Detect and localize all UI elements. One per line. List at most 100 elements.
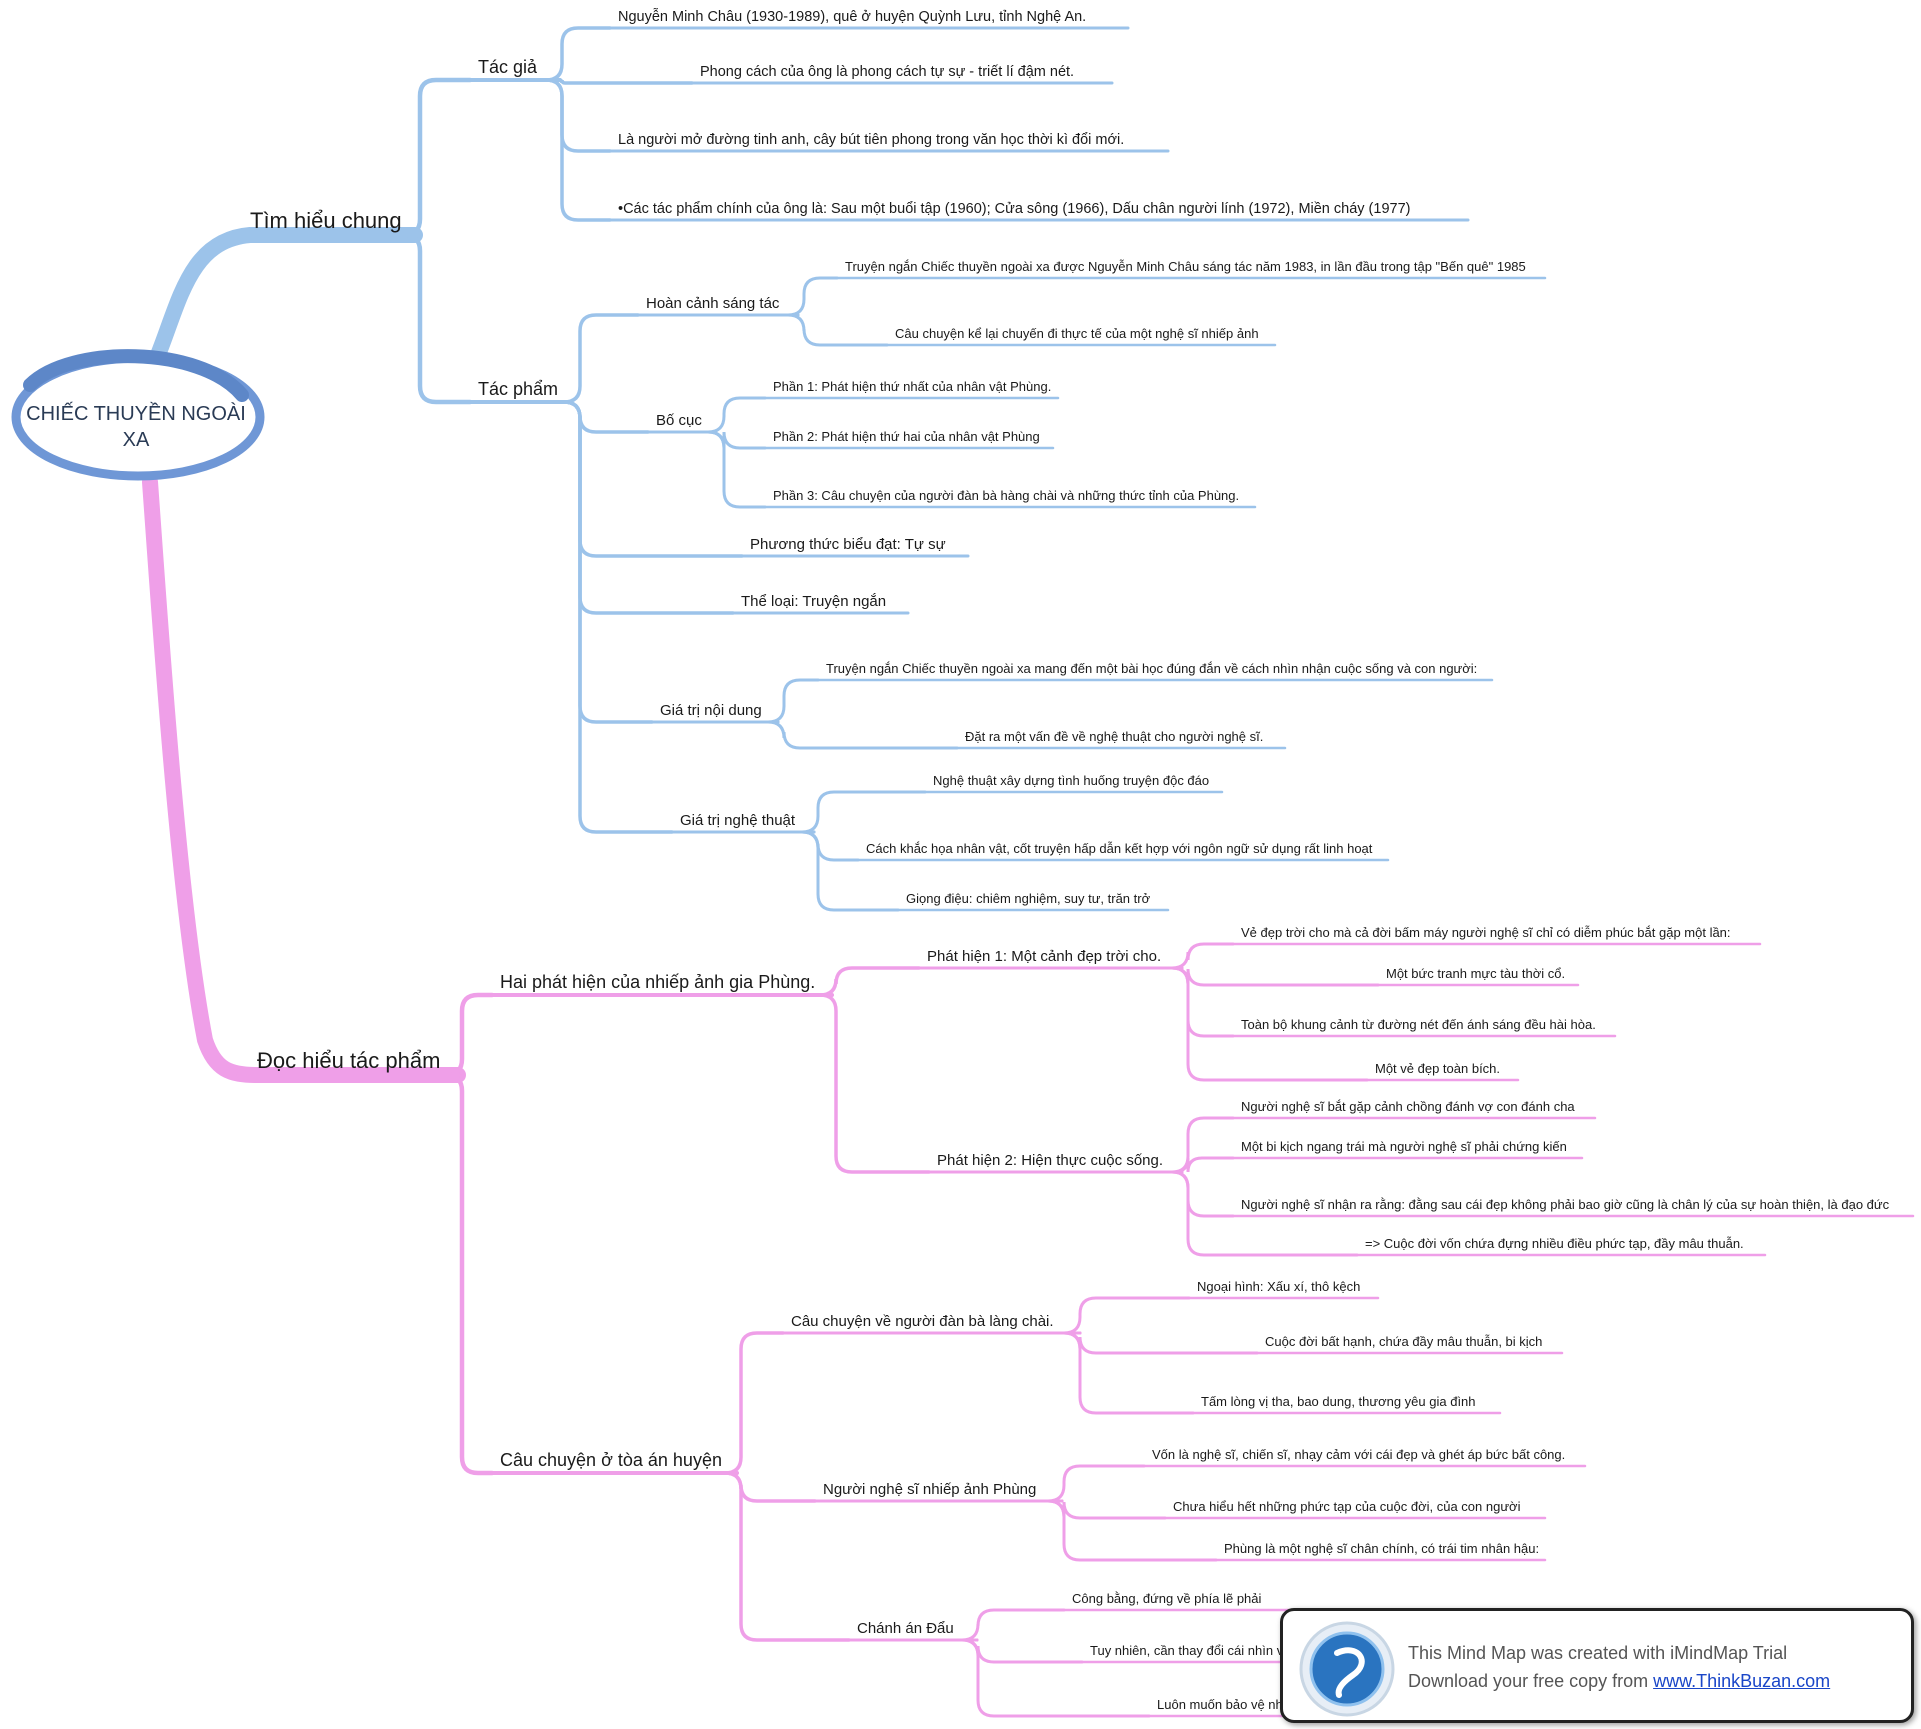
node-n2a1b[interactable]: Một bức tranh mực tàu thời cổ. xyxy=(1386,966,1565,981)
link-n1b xyxy=(403,232,473,405)
link-n2a1b xyxy=(1171,966,1380,987)
link-n1b6b xyxy=(801,830,860,862)
link-n1b2c xyxy=(707,430,767,509)
link-n2a2d xyxy=(1171,1170,1359,1257)
node-n1[interactable]: Tìm hiểu chung xyxy=(250,208,402,233)
node-n2a2b[interactable]: Một bi kịch ngang trái mà người nghệ sĩ … xyxy=(1241,1139,1567,1154)
node-n2b2c[interactable]: Phùng là một nghệ sĩ chân chính, có trái… xyxy=(1224,1541,1539,1556)
watermark-line1: This Mind Map was created with iMindMap … xyxy=(1408,1643,1788,1663)
node-labels: Tìm hiểu chung Tác giả Nguyễn Minh Châu (1… xyxy=(250,8,1890,1712)
node-n2a1d[interactable]: Một vẻ đẹp toàn bích. xyxy=(1375,1061,1500,1076)
node-n2b3c[interactable]: Luôn muốn bảo vệ những xyxy=(1157,1697,1306,1712)
node-n1a2[interactable]: Phong cách của ông là phong cách tự sự -… xyxy=(700,64,1074,80)
link-n2b1a xyxy=(1063,1296,1191,1335)
link-n1b6c xyxy=(801,830,900,912)
link-n2a xyxy=(445,992,495,1078)
node-n1b2c[interactable]: Phần 3: Câu chuyện của người đàn bà hàng… xyxy=(773,488,1239,503)
central-topic-line1: CHIẾC THUYỀN NGOÀI xyxy=(26,402,246,425)
node-n1b1b[interactable]: Câu chuyện kể lại chuyến đi thực tế của … xyxy=(895,326,1259,341)
node-n2a[interactable]: Hai phát hiện của nhiếp ảnh gia Phùng. xyxy=(500,972,815,992)
node-n1b6a[interactable]: Nghệ thuật xây dựng tình huống truyện độ… xyxy=(933,773,1209,788)
main-branch-tim-hieu-chung xyxy=(150,227,423,363)
node-n2b1[interactable]: Câu chuyện về người đàn bà làng chài. xyxy=(791,1313,1054,1330)
link-n1a xyxy=(403,77,473,238)
node-n1b1a[interactable]: Truyện ngắn Chiếc thuyền ngoài xa được N… xyxy=(845,259,1526,274)
node-n1b6b[interactable]: Cách khắc họa nhân vật, cốt truyện hấp d… xyxy=(866,841,1373,856)
node-n1b3[interactable]: Phương thức biểu đạt: Tự sự xyxy=(750,536,946,553)
link-n1b6 xyxy=(563,400,674,834)
link-n2a1a xyxy=(1171,942,1235,970)
link-n1a1 xyxy=(545,26,612,82)
node-n1b2b[interactable]: Phần 2: Phát hiện thứ hai của nhân vật P… xyxy=(773,429,1040,444)
link-n2a2 xyxy=(819,993,931,1174)
node-n1b6c[interactable]: Giọng điệu: chiêm nghiệm, suy tư, trăn t… xyxy=(906,891,1151,906)
link-n2a2b xyxy=(1173,1156,1235,1174)
node-n1b4[interactable]: Thể loại: Truyện ngắn xyxy=(741,593,886,610)
link-n1b1 xyxy=(563,313,640,404)
node-n1b5a[interactable]: Truyện ngắn Chiếc thuyền ngoài xa mang đ… xyxy=(826,661,1477,676)
link-n2a2c xyxy=(1171,1170,1235,1218)
node-n1b5b[interactable]: Đặt ra một vấn đề về nghệ thuật cho ngườ… xyxy=(965,729,1263,744)
node-n2b2b[interactable]: Chưa hiểu hết những phức tạp của cuộc đờ… xyxy=(1173,1499,1521,1514)
trial-watermark: This Mind Map was created with iMindMap … xyxy=(1280,1608,1914,1723)
node-n1a[interactable]: Tác giả xyxy=(478,57,538,77)
node-n1b6[interactable]: Giá trị nghệ thuật xyxy=(680,812,796,829)
link-n1b3 xyxy=(563,400,744,558)
node-n2b1b[interactable]: Cuộc đời bất hạnh, chứa đầy mâu thuẫn, b… xyxy=(1265,1334,1542,1349)
node-n2b[interactable]: Câu chuyện ở tòa án huyện xyxy=(500,1450,722,1470)
thinkbuzan-link[interactable]: www.ThinkBuzan.com xyxy=(1653,1671,1831,1691)
link-n2a1 xyxy=(819,966,921,997)
link-n1b5b xyxy=(767,720,959,750)
link-n2b2b xyxy=(1047,1499,1167,1520)
node-n2b1a[interactable]: Ngoại hình: Xấu xí, thô kệch xyxy=(1197,1279,1360,1294)
node-n2a1c[interactable]: Toàn bộ khung cảnh từ đường nét đến ánh … xyxy=(1241,1017,1596,1032)
node-n1a3[interactable]: Là người mở đường tinh anh, cây bút tiên… xyxy=(618,132,1124,148)
link-n1b1a xyxy=(787,276,839,317)
link-n2b1b xyxy=(1063,1331,1259,1355)
node-n2a2c[interactable]: Người nghệ sĩ nhận ra rằng: đằng sau cái… xyxy=(1241,1197,1890,1212)
link-n1a4 xyxy=(545,78,612,222)
node-n2b3a[interactable]: Công bằng, đứng về phía lẽ phải xyxy=(1072,1591,1262,1606)
node-n2a1a[interactable]: Vẻ đẹp trời cho mà cả đời bấm máy người … xyxy=(1241,925,1731,940)
watermark-prefix: Download your free copy from xyxy=(1408,1671,1654,1691)
imindmap-logo-icon xyxy=(1299,1621,1395,1717)
node-n1b5[interactable]: Giá trị nội dung xyxy=(660,702,762,719)
link-n1b5a xyxy=(767,678,820,724)
watermark-line2: Download your free copy from www.ThinkBu… xyxy=(1408,1671,1830,1692)
node-n1b2[interactable]: Bố cục xyxy=(656,412,702,429)
main-branch-doc-hieu xyxy=(142,474,466,1083)
link-n2b2c xyxy=(1047,1499,1218,1562)
node-n2[interactable]: Đọc hiểu tác phẩm xyxy=(257,1048,440,1073)
central-topic[interactable]: CHIẾC THUYỀN NGOÀI XA xyxy=(11,349,265,481)
link-n1a3 xyxy=(545,78,612,153)
branch-lines xyxy=(142,26,1915,1718)
link-n2b1c xyxy=(1063,1331,1195,1415)
node-n1b2a[interactable]: Phần 1: Phát hiện thứ nhất của nhân vật … xyxy=(773,379,1051,394)
link-n2b1 xyxy=(724,1331,785,1475)
node-n2a2d[interactable]: => Cuộc đời vốn chứa đựng nhiều điều phứ… xyxy=(1365,1236,1744,1251)
link-n2a1c xyxy=(1171,966,1235,1038)
node-n2b2a[interactable]: Vốn là nghệ sĩ, chiến sĩ, nhạy cảm với c… xyxy=(1152,1447,1565,1462)
node-n1b1[interactable]: Hoàn cảnh sáng tác xyxy=(646,295,780,312)
node-n2b3[interactable]: Chánh án Đẩu xyxy=(857,1620,954,1637)
link-n1b6a xyxy=(801,790,927,834)
node-n1a1[interactable]: Nguyễn Minh Châu (1930-1989), quê ở huyệ… xyxy=(618,8,1086,25)
link-n2a2a xyxy=(1171,1116,1235,1174)
node-n2b1c[interactable]: Tấm lòng vị tha, bao dung, thương yêu gi… xyxy=(1201,1394,1476,1409)
link-n2b3c xyxy=(961,1638,1151,1718)
node-n2b3b[interactable]: Tuy nhiên, cần thay đổi cái nhìn v xyxy=(1090,1643,1284,1658)
node-n2a2a[interactable]: Người nghệ sĩ bắt gặp cảnh chồng đánh vợ… xyxy=(1241,1099,1575,1114)
node-n2b2[interactable]: Người nghệ sĩ nhiếp ảnh Phùng xyxy=(823,1481,1036,1498)
node-n1a4[interactable]: •Các tác phẩm chính của ông là: Sau một … xyxy=(618,201,1410,217)
link-n1a2 xyxy=(558,78,694,85)
link-n2b2a xyxy=(1047,1464,1146,1503)
link-n2b xyxy=(445,1072,495,1476)
link-n1b2a xyxy=(707,396,767,434)
node-n2a1[interactable]: Phát hiện 1: Một cảnh đẹp trời cho. xyxy=(927,948,1161,965)
link-n1b5 xyxy=(563,400,654,724)
node-n1b[interactable]: Tác phẩm xyxy=(478,379,558,399)
node-n2a2[interactable]: Phát hiện 2: Hiện thực cuộc sống. xyxy=(937,1152,1163,1169)
link-n2b3 xyxy=(724,1471,851,1642)
